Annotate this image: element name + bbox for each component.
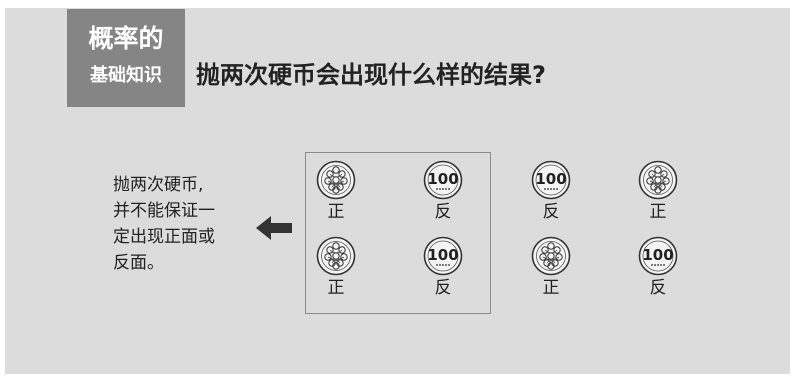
coin-tails-icon: 100 <box>638 236 678 276</box>
coin-label: 正 <box>327 278 345 298</box>
coin-label: 反 <box>434 202 452 222</box>
coin-value-text: 100 <box>642 246 673 264</box>
coin-label: 反 <box>649 278 667 298</box>
description-line: 并不能保证一 <box>113 201 215 221</box>
arrow-left-icon <box>256 216 292 240</box>
coin-label: 正 <box>542 278 560 298</box>
coin-heads-icon <box>316 236 356 276</box>
coin-tails-icon: 100 <box>423 160 463 200</box>
coin-label: 反 <box>542 202 560 222</box>
coin-value-text: 100 <box>535 170 566 188</box>
coin-label: 正 <box>649 202 667 222</box>
coin-value-text: 100 <box>427 246 458 264</box>
coin-tails-icon: 100 <box>423 236 463 276</box>
section-badge: 概率的 基础知识 <box>67 9 185 107</box>
highlight-frame <box>305 152 491 314</box>
badge-subtitle: 基础知识 <box>90 65 162 86</box>
coin-label: 正 <box>327 202 345 222</box>
description-line: 抛两次硬币, <box>113 175 204 195</box>
coin-heads-icon <box>638 160 678 200</box>
coin-heads-icon <box>531 236 571 276</box>
headline: 抛两次硬币会出现什么样的结果? <box>196 61 546 89</box>
coin-label: 反 <box>434 278 452 298</box>
description-text: 抛两次硬币, 并不能保证一 定出现正面或 反面。 <box>113 172 215 276</box>
badge-title: 概率的 <box>88 24 164 53</box>
coin-value-text: 100 <box>427 170 458 188</box>
coin-heads-icon <box>316 160 356 200</box>
description-line: 反面。 <box>113 253 164 273</box>
coin-tails-icon: 100 <box>531 160 571 200</box>
description-line: 定出现正面或 <box>113 227 215 247</box>
